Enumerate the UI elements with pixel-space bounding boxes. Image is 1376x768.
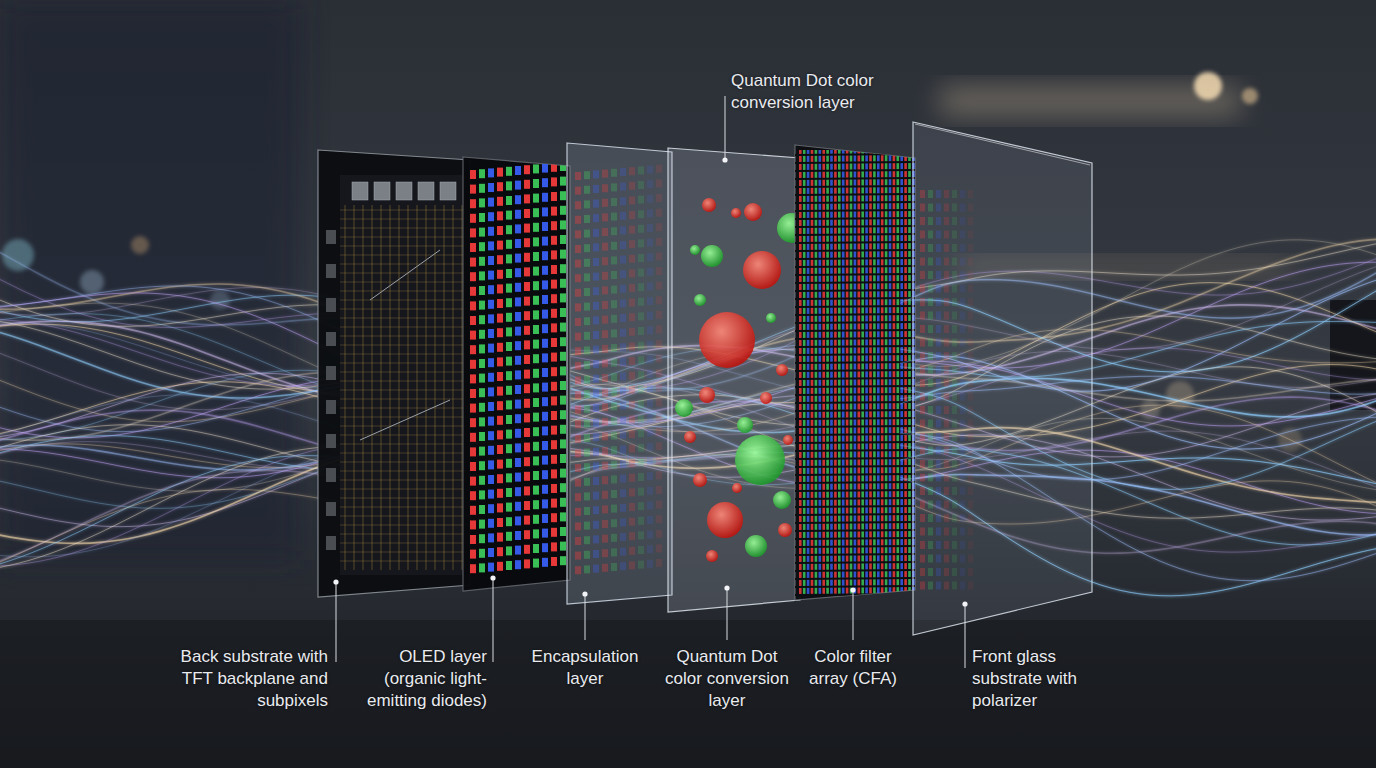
leader-line: [965, 604, 966, 668]
leader-dot: [724, 585, 729, 590]
leader-line: [585, 594, 586, 640]
leader-line: [493, 578, 494, 662]
light-streams-front: [900, 259, 1376, 596]
leader-dot: [850, 587, 855, 592]
leader-line: [336, 582, 337, 662]
leader-dot: [333, 579, 338, 584]
layer-label: Quantum Dot color conversion layer: [659, 646, 795, 712]
leader-lines: [333, 96, 967, 668]
layer-label: Quantum Dot color conversion layer: [731, 70, 891, 114]
leader-line: [725, 96, 726, 160]
leader-dot: [490, 575, 495, 580]
leader-dot: [582, 591, 587, 596]
encapsulation-panel: [567, 143, 672, 604]
quantum-dot-panel: [668, 148, 807, 612]
tft-backplane-panel: [318, 150, 470, 597]
layer-label: Color filter array (CFA): [801, 646, 905, 690]
color-filter-panel: [795, 145, 915, 600]
layer-label: Front glass substrate with polarizer: [972, 646, 1084, 712]
layer-label: OLED layer (organic light- emitting diod…: [347, 646, 487, 712]
layer-label: Encapsulation layer: [524, 646, 646, 690]
leader-line: [727, 588, 728, 640]
leader-dot: [722, 157, 727, 162]
front-glass-panel: [913, 122, 1092, 635]
leader-dot: [962, 601, 967, 606]
layer-stack: [318, 122, 1092, 635]
oled-panel: [463, 157, 570, 591]
leader-line: [853, 590, 854, 640]
layer-label: Back substrate with TFT backplane and su…: [168, 646, 328, 712]
